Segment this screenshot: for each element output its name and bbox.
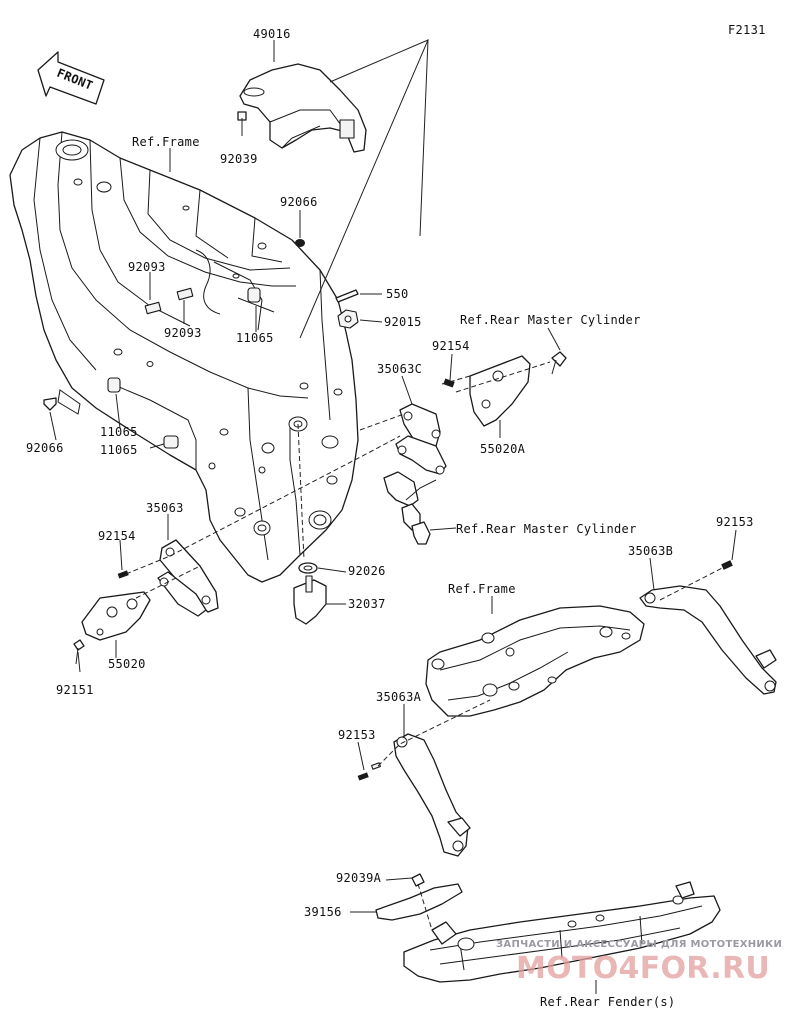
part-35063B-bracket (639, 560, 777, 695)
label-11065-a: 11065 (236, 331, 274, 345)
watermark-logo: MOTO4FOR.RU (516, 951, 770, 986)
rear-fender (403, 881, 721, 983)
label-11065-c: 11065 (100, 443, 138, 457)
label-92015: 92015 (384, 315, 422, 329)
label-92153-left: 92153 (338, 728, 376, 742)
label-35063: 35063 (146, 501, 184, 515)
leader-lines (49, 39, 737, 994)
label-ref-frame-top: Ref.Frame (132, 135, 200, 149)
watermark-tagline: ЗАПЧАСТИ И АКСЕССУАРЫ ДЛЯ МОТОТЕХНИКИ (496, 939, 782, 950)
label-92066-top: 92066 (280, 195, 318, 209)
part-55020A-heel-plate (469, 351, 567, 427)
label-35063C: 35063C (377, 362, 422, 376)
part-39156-panel (375, 873, 463, 921)
label-92154-left: 92154 (98, 529, 136, 543)
part-49016-cover (237, 63, 367, 153)
label-ref-rear-master-cylinder-mid: Ref.Rear Master Cylinder (456, 522, 637, 536)
label-550: 550 (386, 287, 409, 301)
label-39156: 39156 (304, 905, 342, 919)
part-55020-heel-plate (73, 591, 151, 665)
label-92153-right: 92153 (716, 515, 754, 529)
label-92093-b: 92093 (164, 326, 202, 340)
part-35063C-bracket (383, 378, 455, 545)
label-35063B: 35063B (628, 544, 673, 558)
label-49016: 49016 (253, 27, 291, 41)
sub-frame (425, 605, 645, 717)
label-55020: 55020 (108, 657, 146, 671)
label-92039: 92039 (220, 152, 258, 166)
watermark-tagline-text: ЗАПЧАСТИ И АКСЕССУАРЫ ДЛЯ МОТОТЕХНИКИ (496, 939, 782, 950)
small-fasteners (43, 239, 359, 625)
label-92066-left: 92066 (26, 441, 64, 455)
label-ref-rear-master-cylinder-top: Ref.Rear Master Cylinder (460, 313, 641, 327)
label-92151: 92151 (56, 683, 94, 697)
label-ref-rear-fender: Ref.Rear Fender(s) (540, 995, 675, 1009)
part-35063A-bracket (357, 733, 471, 857)
label-92093-a: 92093 (128, 260, 166, 274)
front-arrow-icon: FRONT (37, 51, 105, 105)
label-32037: 32037 (348, 597, 386, 611)
label-11065-b: 11065 (100, 425, 138, 439)
label-ref-frame-sub: Ref.Frame (448, 582, 516, 596)
label-92026: 92026 (348, 564, 386, 578)
label-92154-right: 92154 (432, 339, 470, 353)
diagram-code: F2131 (728, 23, 766, 37)
label-92039A: 92039A (336, 871, 382, 885)
part-labels: 49016 92039 Ref.Frame 92066 92093 92093 … (26, 27, 754, 1009)
part-35063-bracket (117, 539, 219, 617)
label-35063A: 35063A (376, 690, 422, 704)
label-55020A: 55020A (480, 442, 526, 456)
watermark-logo-text: MOTO4FOR.RU (516, 951, 770, 986)
